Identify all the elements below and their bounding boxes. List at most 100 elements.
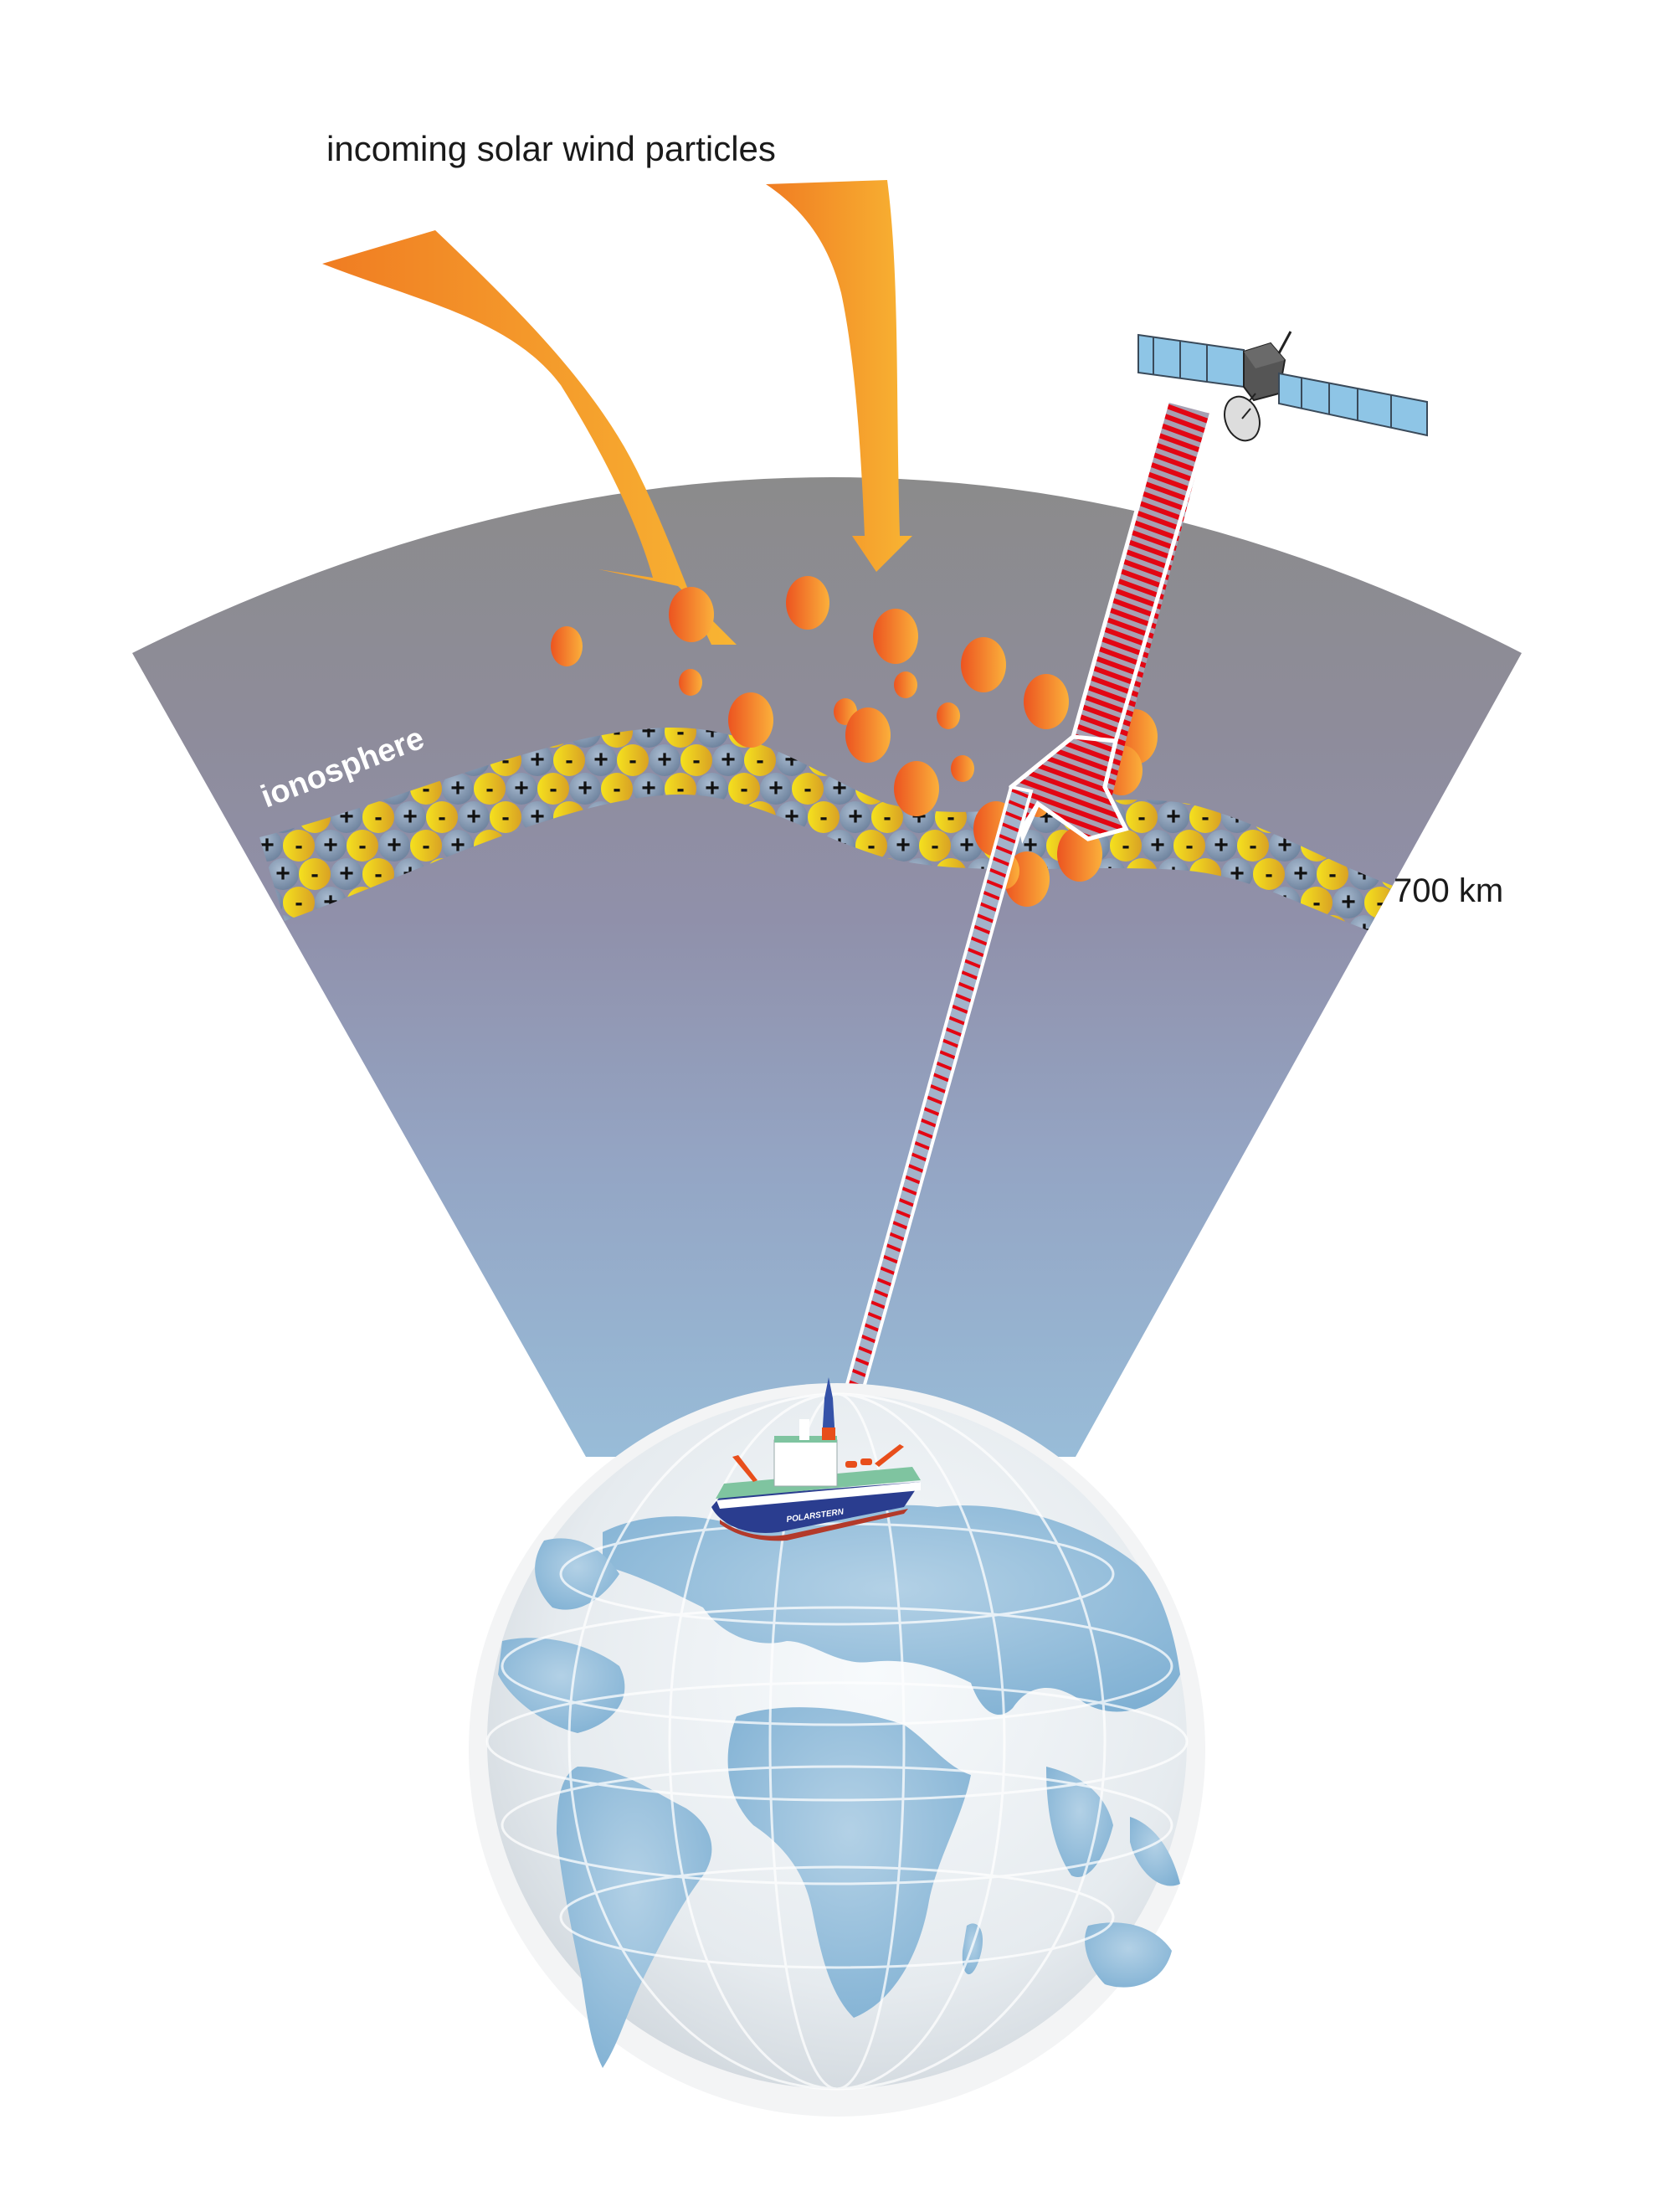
svg-text:+: + [1420, 917, 1435, 944]
negative-electron: - [537, 773, 569, 805]
svg-text:-: - [1137, 804, 1145, 830]
negative-electron: - [553, 744, 585, 776]
negative-electron: - [1126, 801, 1158, 833]
svg-text:+: + [768, 774, 783, 802]
solar-wind-particle [951, 755, 974, 782]
solar-wind-particle [679, 669, 702, 696]
negative-electron: - [601, 773, 633, 805]
svg-text:-: - [613, 718, 620, 744]
solar-wind-particle [961, 637, 1006, 692]
svg-text:-: - [422, 775, 429, 801]
svg-text:-: - [692, 747, 700, 773]
svg-text:+: + [959, 831, 974, 859]
svg-text:+: + [721, 746, 736, 774]
svg-text:+: + [593, 746, 608, 774]
solar-wind-particle [786, 576, 829, 630]
svg-text:-: - [804, 775, 811, 801]
negative-electron: - [410, 830, 442, 862]
positive-ion: + [267, 858, 299, 890]
negative-electron: - [1253, 858, 1285, 890]
dish-antenna [1224, 393, 1261, 442]
positive-ion: + [887, 830, 919, 862]
svg-text:+: + [1341, 888, 1356, 916]
svg-text:-: - [501, 804, 509, 830]
positive-ion: + [649, 744, 680, 776]
svg-text:-: - [1440, 832, 1447, 858]
negative-electron: - [919, 830, 951, 862]
svg-text:+: + [657, 746, 672, 774]
positive-ion: + [331, 858, 362, 890]
svg-text:-: - [565, 747, 573, 773]
negative-electron: - [744, 744, 776, 776]
positive-ion: + [442, 773, 474, 805]
svg-text:+: + [1166, 803, 1181, 831]
altitude-label-700km: 700 km [1394, 872, 1503, 909]
svg-text:+: + [275, 860, 290, 887]
globe [469, 1383, 1205, 2117]
svg-text:-: - [1392, 918, 1399, 944]
negative-electron: - [247, 915, 267, 946]
negative-electron: - [808, 801, 840, 833]
svg-text:-: - [549, 775, 557, 801]
positive-ion: + [1142, 830, 1173, 862]
satellite-body [1243, 331, 1292, 402]
svg-text:-: - [422, 832, 429, 858]
svg-text:+: + [450, 774, 465, 802]
positive-ion: + [394, 801, 426, 833]
svg-text:+: + [1150, 831, 1165, 859]
solar-wind-particle [551, 626, 583, 666]
negative-electron: - [1110, 830, 1142, 862]
svg-text:-: - [1185, 832, 1193, 858]
positive-ion: + [712, 744, 744, 776]
solar-wind-particle [894, 761, 939, 816]
svg-text:-: - [1328, 861, 1336, 887]
svg-text:+: + [323, 831, 338, 859]
negative-electron: - [1380, 915, 1412, 946]
svg-text:+: + [896, 831, 911, 859]
positive-ion: + [696, 718, 728, 748]
svg-text:-: - [819, 804, 827, 830]
positive-ion: + [840, 801, 871, 833]
positive-ion: + [760, 773, 792, 805]
negative-electron: - [283, 887, 315, 918]
svg-text:-: - [867, 832, 875, 858]
positive-ion: + [633, 728, 665, 748]
negative-electron: - [1428, 830, 1460, 862]
solar-panel-left [1137, 333, 1245, 388]
atmosphere-wedge [132, 477, 1522, 1457]
negative-electron: - [1173, 830, 1205, 862]
svg-text:+: + [1214, 831, 1229, 859]
positive-ion: + [569, 773, 601, 805]
svg-text:-: - [629, 747, 636, 773]
negative-electron: - [490, 801, 521, 833]
svg-text:+: + [641, 774, 656, 802]
solar-wind-particle [1024, 674, 1069, 729]
svg-text:-: - [883, 804, 891, 830]
svg-text:+: + [339, 860, 354, 887]
svg-text:-: - [1122, 832, 1129, 858]
svg-text:-: - [740, 775, 747, 801]
solar-wind-particle [728, 692, 773, 748]
positive-ion: + [1412, 915, 1435, 946]
svg-text:-: - [438, 804, 445, 830]
svg-text:-: - [295, 832, 302, 858]
solar-wind-label: incoming solar wind particles [326, 129, 776, 168]
svg-text:-: - [247, 918, 254, 944]
satellite [1137, 331, 1428, 442]
svg-text:-: - [676, 718, 684, 744]
solar-panel-right [1278, 372, 1428, 437]
solar-wind-particle [937, 702, 960, 729]
negative-electron: - [1317, 858, 1348, 890]
globe-gridlines [485, 1392, 1189, 2091]
positive-ion: + [1285, 858, 1317, 890]
svg-text:+: + [705, 718, 720, 745]
svg-text:-: - [947, 804, 954, 830]
positive-ion: + [1158, 801, 1189, 833]
svg-text:-: - [485, 775, 493, 801]
negative-electron: - [1237, 830, 1269, 862]
svg-text:-: - [613, 775, 620, 801]
signal-beam-upper-outline [1009, 397, 1215, 844]
svg-text:+: + [387, 831, 402, 859]
svg-text:-: - [374, 861, 382, 887]
